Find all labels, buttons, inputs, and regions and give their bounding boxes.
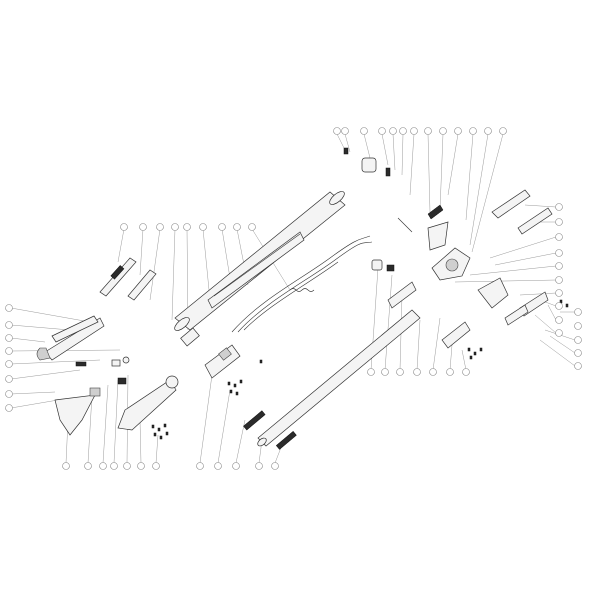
cable-bundle xyxy=(231,235,373,333)
lower-spring xyxy=(275,431,297,450)
tube-middle xyxy=(207,231,305,309)
center-connector xyxy=(180,327,200,347)
screw-set-left xyxy=(151,423,169,440)
left-small-parts xyxy=(75,356,130,397)
screw-set-right xyxy=(467,299,569,360)
left-upper-clip xyxy=(99,257,137,297)
tube-lower-long xyxy=(257,309,421,447)
callout-bubbles xyxy=(5,127,582,470)
right-motor-head xyxy=(431,247,509,309)
rod-pin xyxy=(397,217,413,233)
left-handle-arm xyxy=(36,315,105,361)
screw-set-center xyxy=(227,359,263,396)
upper-clip-dark xyxy=(427,204,449,251)
right-bracket-upper xyxy=(491,189,553,235)
left-lower-bracket xyxy=(54,375,179,436)
right-lower-bracket xyxy=(504,291,549,326)
tube-upper-long xyxy=(174,191,346,331)
left-upper-clip-2 xyxy=(127,269,157,301)
knob-collar xyxy=(343,147,391,177)
center-right-knob xyxy=(371,259,417,309)
center-spring-bar xyxy=(243,410,266,431)
center-hinge-block xyxy=(204,344,241,379)
center-right-bracket xyxy=(441,321,471,349)
